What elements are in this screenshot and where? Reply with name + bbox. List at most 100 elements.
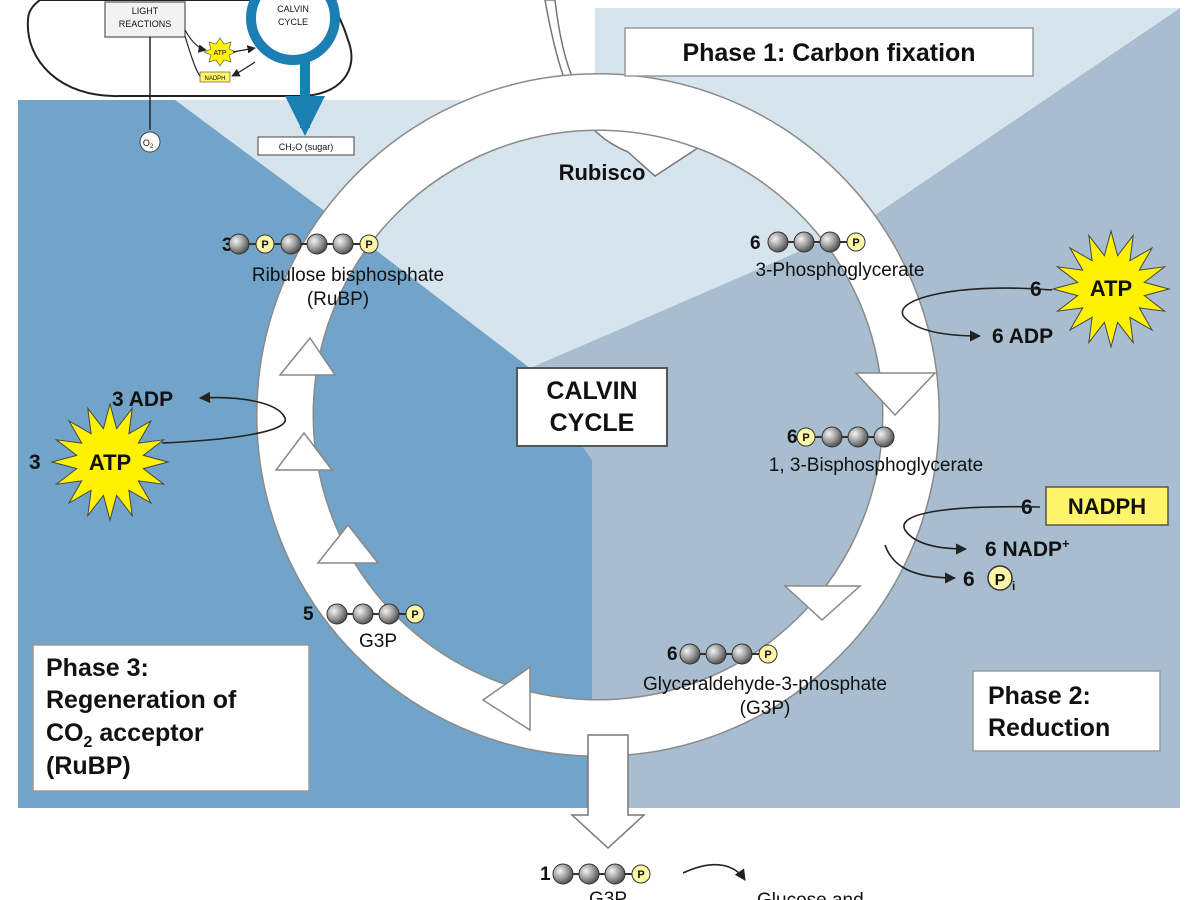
inset-light-line2: REACTIONS [119,19,172,29]
phosphate-group [359,234,379,254]
phosphate-group [631,864,651,884]
adp-right-label: 6 ADP [992,325,1053,348]
carbon-atom [552,863,574,885]
light-reactions-box [104,1,186,38]
atp-left-label: ATP [89,450,131,475]
g3p5-chain: P [326,603,425,625]
g3p6-abbr: (G3P) [740,698,791,719]
atp-right-curve [901,287,1053,342]
phase1-label: Phase 1: Carbon fixation [624,27,1034,77]
inset-atp-label: ATP [213,50,226,57]
atp-left-star [50,402,170,522]
phase2-label: Phase 2: Reduction [972,670,1161,752]
atp-left-curve [161,391,286,444]
carbon-atom [793,231,815,253]
bpg-name: 1, 3-Bisphosphoglycerate [769,455,983,476]
carbon-atom [280,233,302,255]
rubp-name: Ribulose bisphosphate [252,265,444,286]
center-label: CALVIN CYCLE [516,367,668,447]
g3p5-count: 5 [303,604,314,625]
pga-name: 3-Phosphoglycerate [756,260,925,281]
g3p5-name: G3P [359,631,397,652]
atp-right-label: ATP [1090,276,1132,301]
phase3-label: Phase 3: Regeneration of CO2 acceptor (R… [32,644,310,792]
nadph-label: NADPH [1068,494,1146,519]
inset-sugar-label: CH₂O (sugar) [279,142,334,152]
inset-o2-label: O2 [143,138,154,150]
inset-calvin-ring [246,0,340,65]
carbon-atom [767,231,789,253]
bpg-count: 6 [787,427,798,448]
svg-text:Reduction: Reduction [988,714,1110,742]
ring-arrowhead-bottom [481,665,531,732]
phosphate-group [405,604,425,624]
nadph-curve [903,505,1041,555]
inset-arrow-return [231,61,256,77]
pi-curve [884,544,957,584]
phosphate-label: P [365,239,372,251]
cycle-ring [257,74,939,756]
phosphate-label: P [764,649,771,661]
carbon-atom [821,426,843,448]
carbon-atom [228,233,250,255]
carbon-atom [679,643,701,665]
g3p1-molecule: 1 P G3P Glucose and [540,863,864,900]
phosphate-group [255,234,275,254]
ring-arrowhead-right-lower [783,585,862,622]
inset-arrow-nadph [184,35,201,77]
rubp-count: 3 [222,235,233,256]
carbon-atom [705,643,727,665]
svg-text:CALVIN: CALVIN [546,377,637,405]
inset-overview: LIGHT REACTIONS CALVIN CYCLE ATP NADPH O… [26,0,355,156]
glucose-arrow [682,864,746,881]
inset-light-line1: LIGHT [132,6,159,16]
phosphate-label: P [411,609,418,621]
svg-text:CO2 acceptor: CO2 acceptor [46,719,204,751]
inset-calvin-line1: CALVIN [277,4,309,14]
phosphate-label: P [802,432,809,444]
g3p5-molecule: 5 P G3P [303,603,425,652]
pga-chain: P [767,231,866,253]
g3p6-name: Glyceraldehyde-3-phosphate [643,674,887,695]
ring-arrowhead-left-upper [278,336,337,376]
ring-arrowhead-left-lower [316,523,380,564]
g3p6-chain: P [679,643,778,665]
carbon-atom [326,603,348,625]
phosphate-label: P [852,237,859,249]
pi-count: 6 [963,568,975,591]
adp-left-label: 3 ADP [112,388,173,411]
g3p1-name: G3P [589,889,627,900]
phosphate-label: P [261,239,268,251]
inset-nadph-label: NADPH [204,76,225,82]
svg-text:Phase 2:: Phase 2: [988,682,1091,710]
phosphate-group [758,644,778,664]
inset-o2-circle [139,131,161,153]
carbon-atom [731,643,753,665]
svg-text:Phase 3:: Phase 3: [46,654,149,682]
inset-sugar-box [257,136,355,156]
g3p1-count: 1 [540,864,551,885]
bpg-molecule: 6 P 1, 3-Bisphosphoglycerate [769,426,983,476]
inset-nadph-box [199,71,231,83]
rubisco-label: Rubisco [559,160,646,185]
phase2-region [530,8,1180,808]
pi-symbol: P [995,572,1006,589]
inset-arrow-atp [184,29,207,53]
pga-count: 6 [750,233,761,254]
pi-circle [987,565,1013,591]
g3p6-molecule: 6 P Glyceraldehyde-3-phosphate (G3P) [643,643,887,719]
pga-molecule: 6 P 3-Phosphoglycerate [750,231,925,281]
glucose-label: Glucose and [757,890,864,900]
nadph-box [1045,486,1169,526]
carbon-atom [847,426,869,448]
carbon-atom [578,863,600,885]
phosphate-group [796,427,816,447]
carbon-atom [306,233,328,255]
inset-atp-star [203,37,237,67]
phosphate-label: P [637,869,644,881]
carbon-atom [604,863,626,885]
inset-arrow-to-cycle [232,45,256,54]
ring-arrowhead-left-mid [274,431,334,471]
